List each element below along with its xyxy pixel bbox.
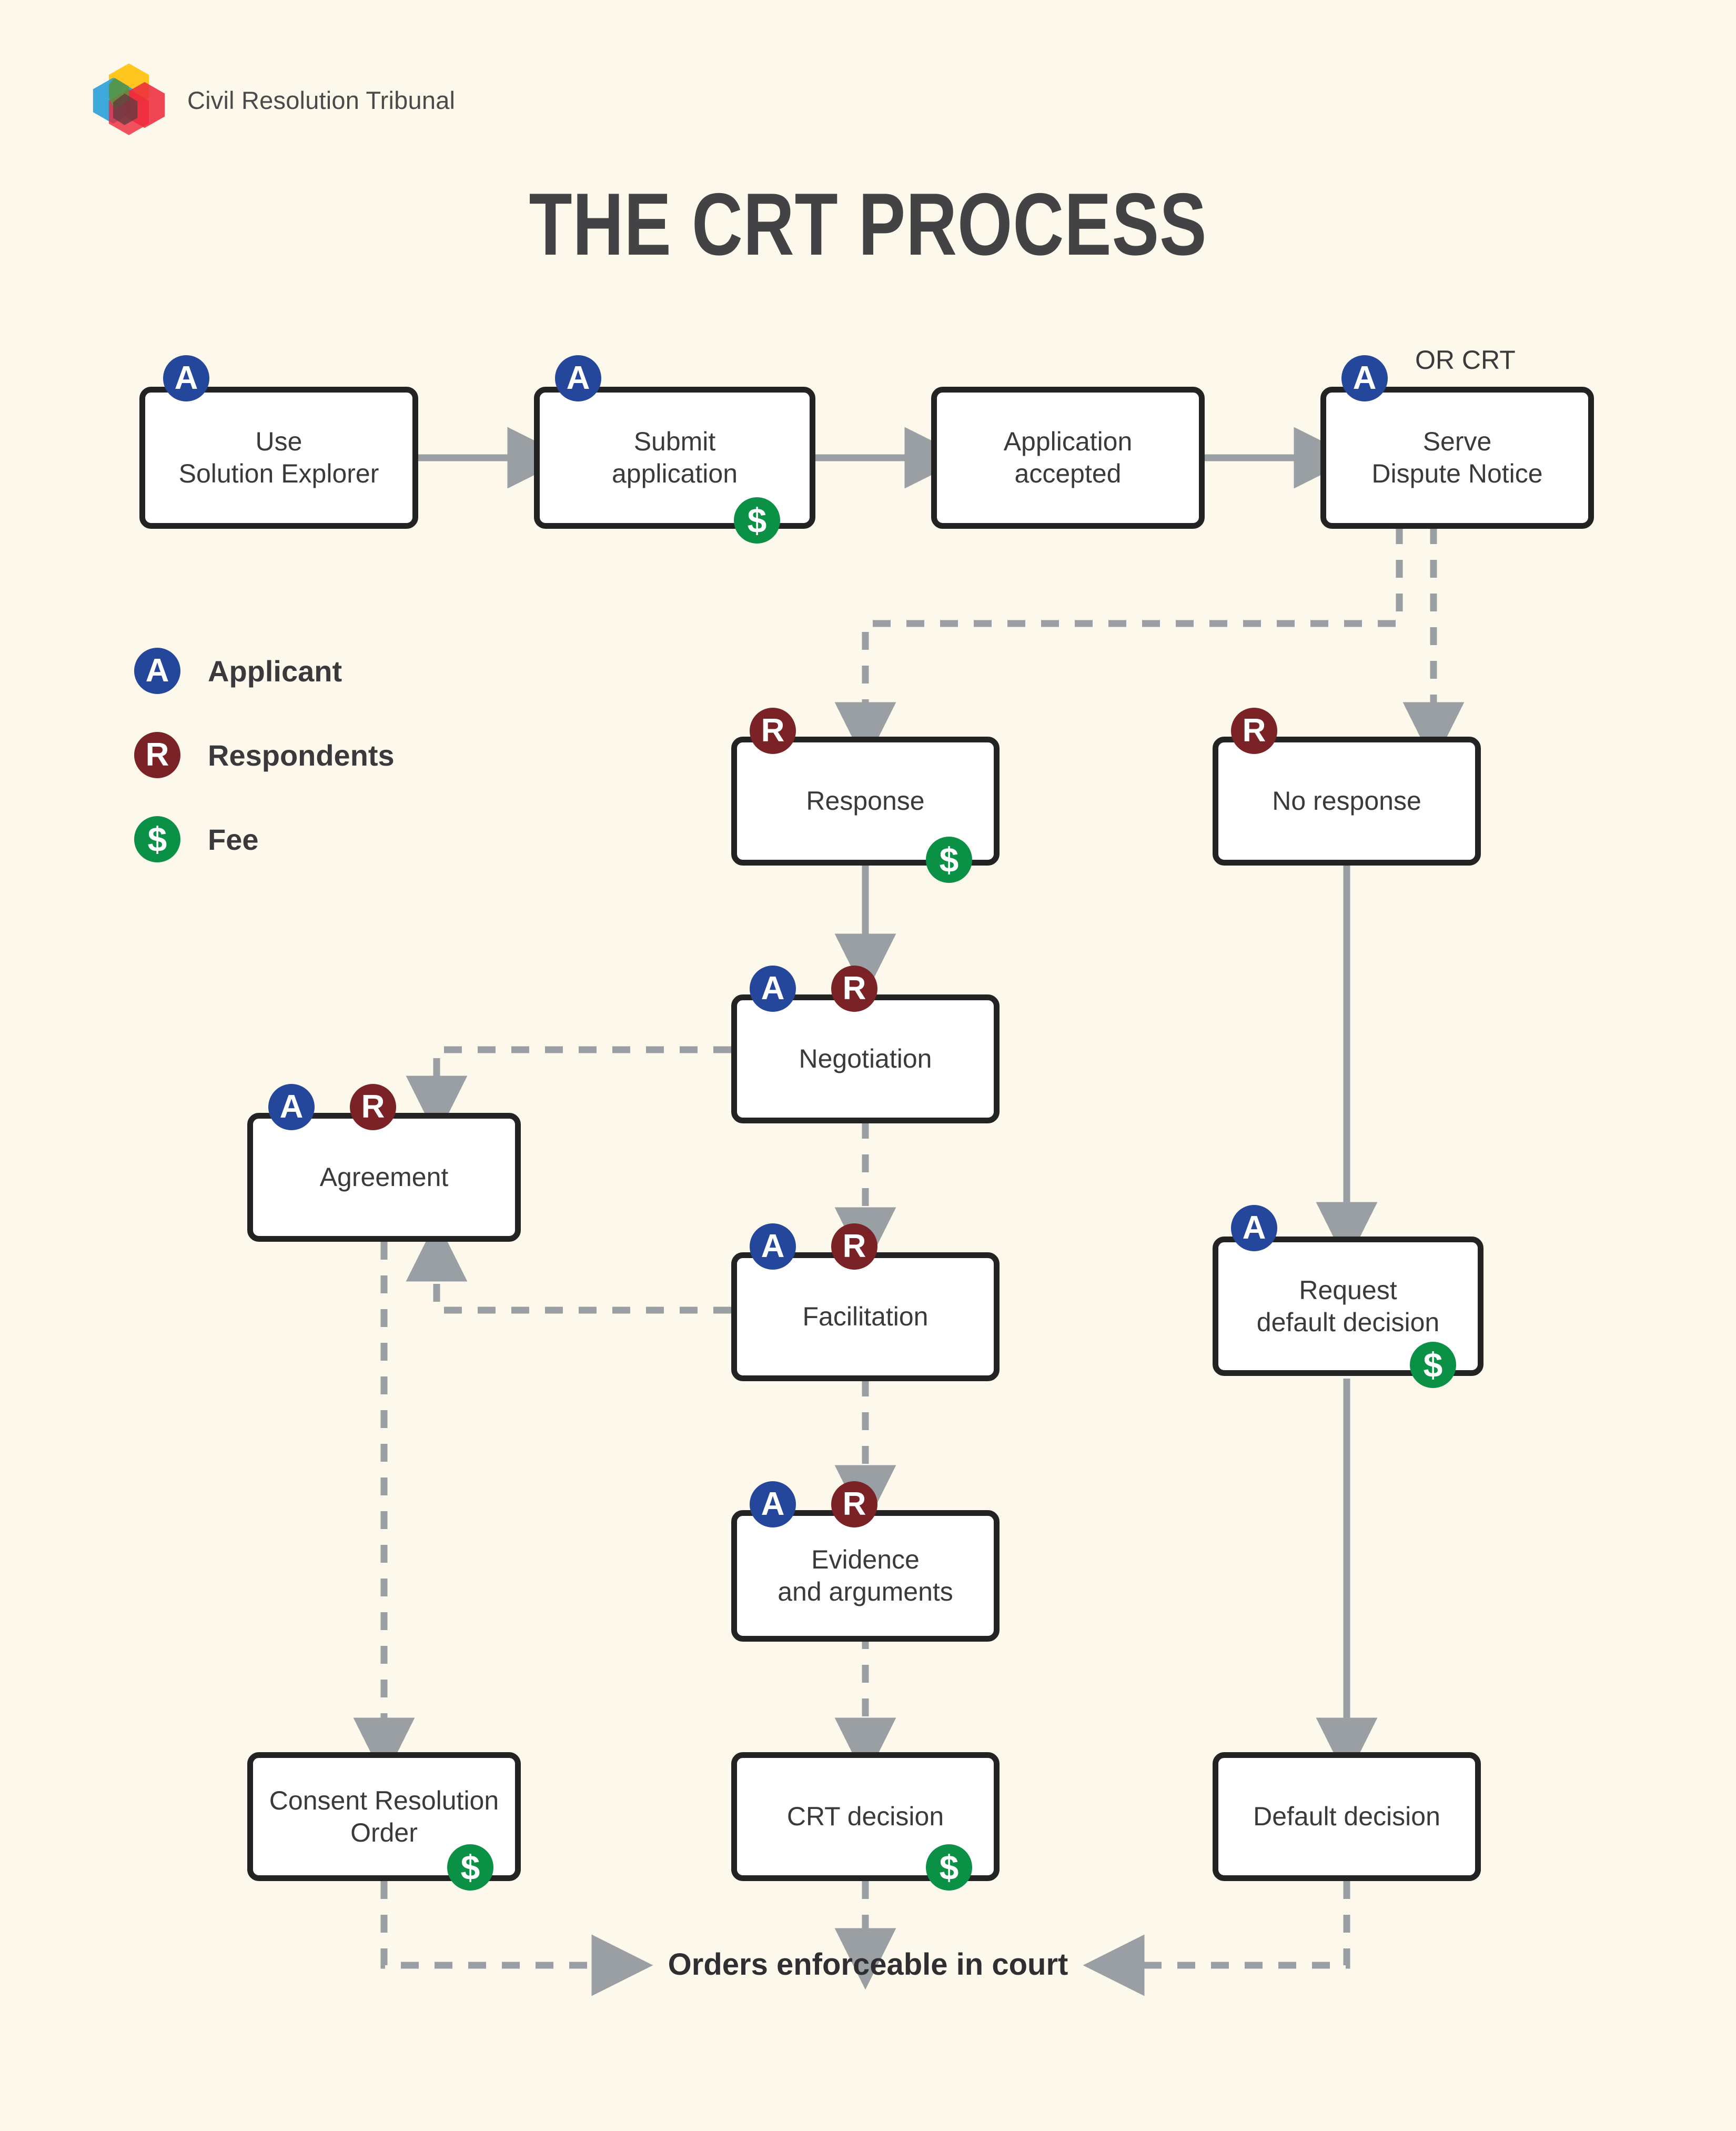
or-crt-annotation: OR CRT bbox=[1415, 345, 1516, 375]
applicant-badge-icon: A bbox=[163, 355, 209, 401]
edge-consent-order-to-court bbox=[380, 1881, 653, 1996]
applicant-badge-icon: A bbox=[134, 648, 180, 694]
node-label: Submit application bbox=[611, 427, 738, 488]
applicant-badge-icon: A bbox=[555, 355, 601, 401]
edge-default-decision-to-court bbox=[1083, 1881, 1350, 1996]
legend: A Applicant R Respondents $ Fee bbox=[134, 629, 395, 881]
fee-badge-icon: $ bbox=[734, 497, 780, 544]
node-serve-dispute-notice: Serve Dispute Notice bbox=[1320, 387, 1594, 529]
node-facilitation: Facilitation bbox=[731, 1252, 1000, 1381]
node-label: Request default decision bbox=[1256, 1275, 1440, 1337]
legend-label-respondents: Respondents bbox=[208, 738, 395, 772]
respondent-badge-icon: R bbox=[831, 1223, 877, 1270]
court-outcome-text: Orders enforceable in court bbox=[668, 1947, 1068, 1982]
applicant-badge-icon: A bbox=[1341, 355, 1388, 401]
fee-badge-icon: $ bbox=[926, 1844, 972, 1891]
brand-name: Civil Resolution Tribunal bbox=[187, 86, 456, 114]
node-label: Negotiation bbox=[799, 1044, 932, 1073]
applicant-badge-icon: A bbox=[750, 1481, 796, 1527]
node-label: Application accepted bbox=[1003, 427, 1133, 488]
respondent-badge-icon: R bbox=[750, 708, 796, 754]
respondent-badge-icon: R bbox=[134, 732, 180, 778]
applicant-badge-icon: A bbox=[750, 966, 796, 1012]
legend-label-fee: Fee bbox=[208, 822, 259, 856]
node-agreement: Agreement bbox=[247, 1113, 521, 1242]
node-label: No response bbox=[1272, 786, 1421, 816]
node-label: Consent Resolution Order bbox=[269, 1785, 499, 1847]
node-label: Agreement bbox=[319, 1162, 449, 1192]
respondent-badge-icon: R bbox=[1231, 708, 1277, 754]
node-solution-explorer: Use Solution Explorer bbox=[139, 387, 418, 529]
node-label: Facilitation bbox=[802, 1302, 928, 1331]
node-application-accepted: Application accepted bbox=[931, 387, 1205, 529]
respondent-badge-icon: R bbox=[831, 1481, 877, 1527]
fee-badge-icon: $ bbox=[1410, 1342, 1456, 1388]
node-label: Default decision bbox=[1253, 1802, 1440, 1831]
edge-negotiation-to-agreement bbox=[406, 1046, 731, 1138]
node-label: CRT decision bbox=[786, 1802, 944, 1831]
applicant-badge-icon: A bbox=[268, 1084, 315, 1130]
node-default-decision: Default decision bbox=[1213, 1752, 1481, 1881]
node-label: Use Solution Explorer bbox=[178, 427, 379, 488]
node-label: Serve Dispute Notice bbox=[1371, 427, 1543, 488]
fee-badge-icon: $ bbox=[134, 816, 180, 862]
legend-item-fee: $ Fee bbox=[134, 797, 395, 881]
fee-badge-icon: $ bbox=[926, 837, 972, 883]
respondent-badge-icon: R bbox=[831, 966, 877, 1012]
node-no-response: No response bbox=[1213, 737, 1481, 866]
respondent-badge-icon: R bbox=[350, 1084, 396, 1130]
applicant-badge-icon: A bbox=[1231, 1205, 1277, 1251]
page-title: THE CRT PROCESS bbox=[529, 175, 1207, 274]
legend-label-applicant: Applicant bbox=[208, 654, 342, 688]
node-negotiation: Negotiation bbox=[731, 994, 1000, 1123]
crt-hexagon-logo-icon bbox=[89, 61, 168, 139]
legend-item-respondents: R Respondents bbox=[134, 713, 395, 797]
applicant-badge-icon: A bbox=[750, 1223, 796, 1270]
edge-serve-to-response bbox=[834, 526, 1403, 764]
node-evidence-and-arguments: Evidence and arguments bbox=[731, 1510, 1000, 1642]
node-label: Evidence and arguments bbox=[778, 1545, 953, 1606]
fee-badge-icon: $ bbox=[447, 1844, 493, 1891]
brand-header: Civil Resolution Tribunal bbox=[89, 61, 455, 139]
edge-facilitation-to-agreement bbox=[406, 1220, 731, 1314]
node-label: Response bbox=[806, 786, 925, 816]
legend-item-applicant: A Applicant bbox=[134, 629, 395, 713]
